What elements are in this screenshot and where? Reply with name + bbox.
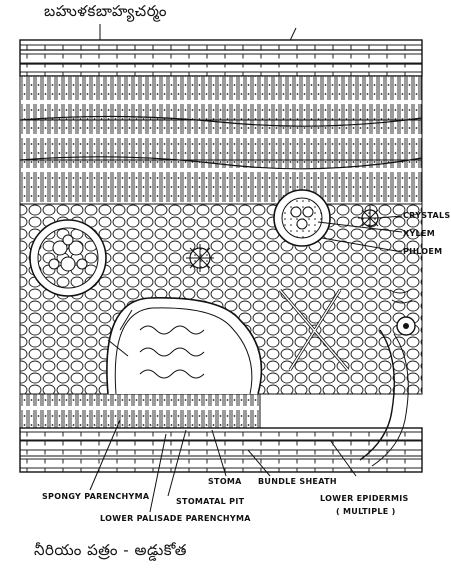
bottom-caption: నీరియం పత్రం - అడ్డుకోత xyxy=(34,541,187,563)
label-lower-palisade: LOWER PALISADE PARENCHYMA xyxy=(100,514,251,523)
lower-epidermis xyxy=(20,428,422,472)
label-xylem: XYLEM xyxy=(403,229,435,238)
upper-palisade-row-2 xyxy=(20,120,422,160)
upper-epidermis xyxy=(20,40,422,76)
label-stoma: STOMA xyxy=(208,477,242,486)
label-spongy-parenchyma: SPONGY PARENCHYMA xyxy=(42,492,149,501)
upper-palisade-row-1 xyxy=(20,76,422,120)
lower-palisade xyxy=(20,394,260,428)
label-crystals: CRYSTALS xyxy=(403,211,450,220)
label-lower-epidermis: LOWER EPIDERMIS xyxy=(320,494,409,503)
label-bundle-sheath: BUNDLE SHEATH xyxy=(258,477,337,486)
left-vascular-bundle xyxy=(30,220,106,296)
right-vascular-bundle xyxy=(274,190,330,246)
crystal-druse-1 xyxy=(186,244,214,272)
label-stomatal-pit: STOMATAL PIT xyxy=(176,497,244,506)
label-phloem: PHLOEM xyxy=(403,247,442,256)
label-multiple: ( MULTIPLE ) xyxy=(336,507,396,516)
